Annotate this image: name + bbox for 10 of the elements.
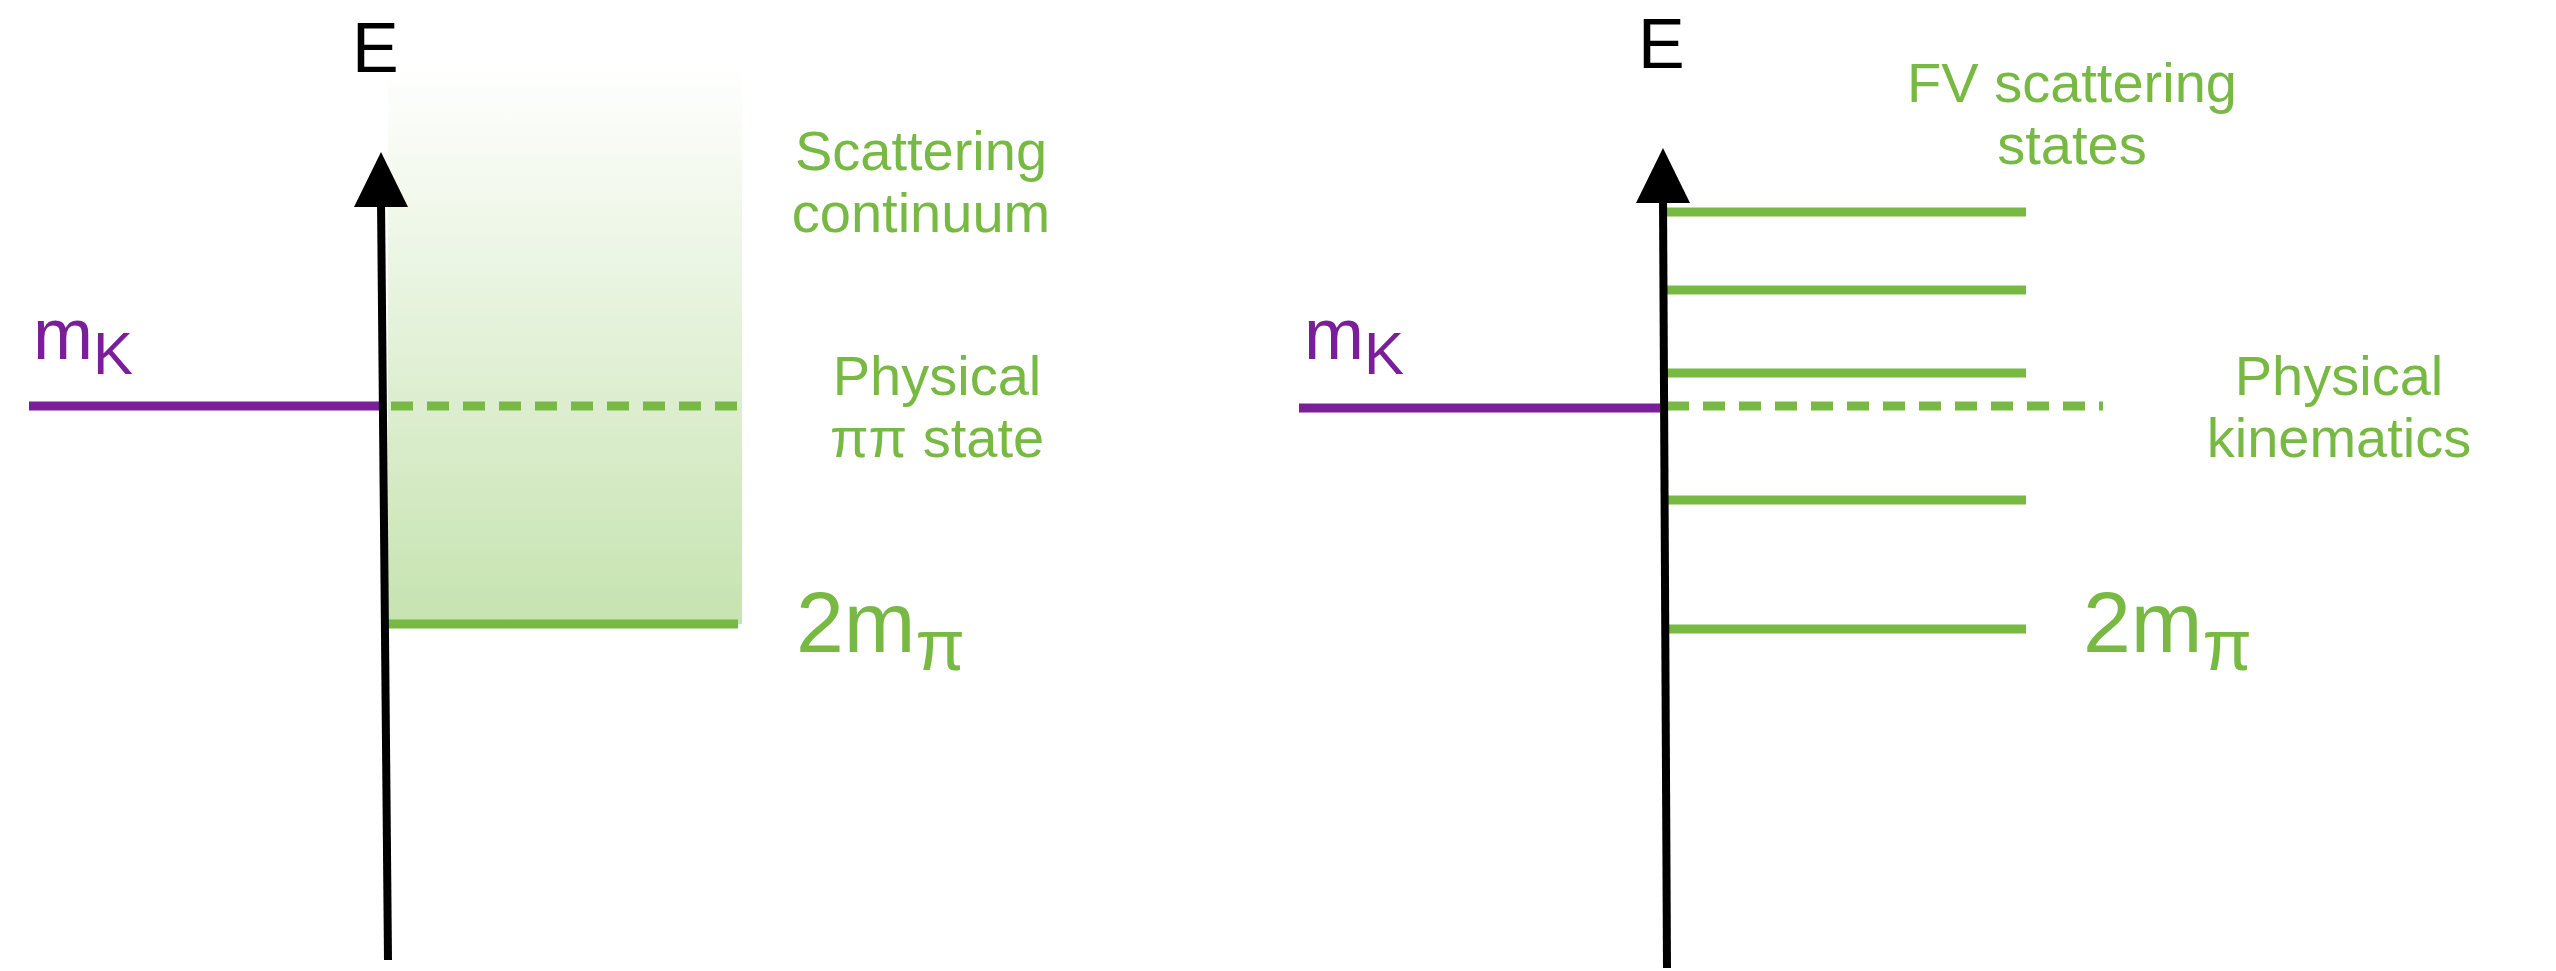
level-annotation: Scattering continuum [790, 120, 1052, 244]
threshold-label: 2m$_{π}$ [2083, 575, 2252, 685]
level-annotation: Physical ππ state [828, 345, 1046, 469]
axis-label: E [352, 10, 399, 87]
mass-label: m$_{K}$ [1304, 295, 1404, 388]
level-annotation: FV scattering states [1906, 52, 2238, 176]
level-annotation: Physical kinematics [2205, 345, 2473, 469]
mass-label: m$_{K}$ [33, 295, 133, 388]
threshold-label: 2m$_{π}$ [796, 575, 965, 685]
axis-label: E [1638, 6, 1685, 83]
